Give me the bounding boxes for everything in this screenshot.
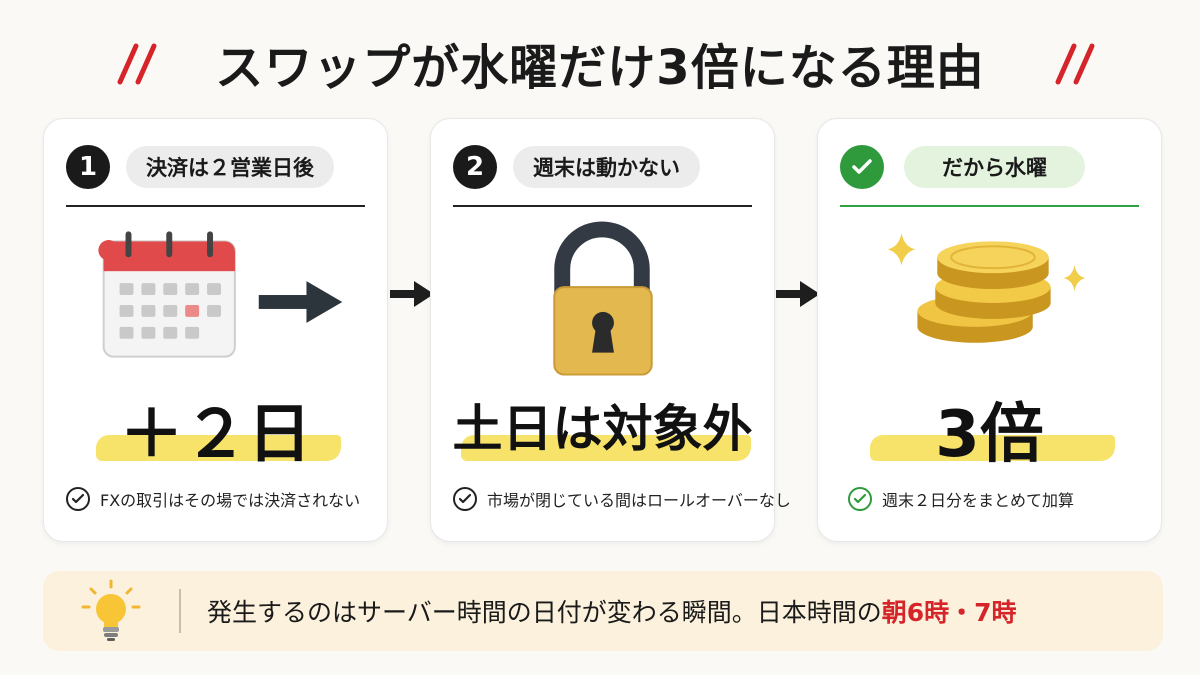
arrow-right-icon: [390, 281, 434, 307]
note-text: 市場が閉じている間はロールオーバーなし: [487, 491, 791, 510]
card-settlement: 1 決済は２営業日後 ＋２日 FXの: [43, 118, 388, 542]
big-value: 土日は対象外: [452, 400, 753, 458]
card-header: 1 決済は２営業日後: [66, 145, 365, 189]
divider: [179, 589, 181, 633]
big-value: ＋２日: [119, 398, 312, 472]
header: スワップが水曜だけ3倍になる理由: [0, 28, 1200, 98]
arrow-right-icon: [776, 281, 820, 307]
check-circle-icon: [453, 487, 477, 511]
padlock-icon: [553, 221, 653, 376]
check-icon: [840, 145, 884, 189]
info-message: 発生するのはサーバー時間の日付が変わる瞬間。日本時間の: [207, 598, 882, 627]
card-heading: だから水曜: [904, 146, 1085, 188]
big-value: 3倍: [935, 398, 1044, 472]
card-weekend: 2 週末は動かない 土日は対象外 市場が閉じている間はロールオーバーなし: [430, 118, 791, 542]
card-heading: 週末は動かない: [513, 146, 700, 188]
divider: [840, 205, 1139, 207]
slash-decoration-icon: [117, 43, 157, 85]
highlight-stroke: [461, 435, 751, 461]
page-title: スワップが水曜だけ3倍になる理由: [215, 40, 985, 96]
gold-coins-icon: [887, 233, 1086, 343]
card-note: 週末２日分をまとめて加算: [848, 485, 1151, 513]
card-header: 2 週末は動かない: [453, 145, 752, 189]
check-circle-icon: [66, 487, 90, 511]
card-header: だから水曜: [840, 145, 1139, 189]
card-note: 市場が閉じている間はロールオーバーなし: [453, 485, 791, 513]
highlight-stroke: [870, 435, 1115, 461]
card-wednesday: だから水曜 3倍 週末２日分をまとめて加算: [817, 118, 1162, 542]
highlight-stroke: [96, 435, 341, 461]
slash-decoration-icon: [1055, 43, 1095, 85]
step-number-badge: 2: [453, 145, 497, 189]
divider: [66, 205, 365, 207]
note-text: FXの取引はその場では決済されない: [100, 491, 361, 510]
step-number-badge: 1: [66, 145, 110, 189]
divider: [453, 205, 752, 207]
info-bar: 発生するのはサーバー時間の日付が変わる瞬間。日本時間の朝6時・7時: [43, 571, 1163, 651]
note-text: 週末２日分をまとめて加算: [882, 491, 1075, 510]
calendar-icon: [98, 231, 343, 358]
card-heading: 決済は２営業日後: [126, 146, 334, 188]
check-circle-icon: [848, 487, 872, 511]
info-text: 発生するのはサーバー時間の日付が変わる瞬間。日本時間の朝6時・7時: [207, 571, 1017, 651]
lightbulb-icon: [81, 579, 141, 641]
time-highlight: 朝6時・7時: [881, 598, 1017, 627]
card-note: FXの取引はその場では決済されない: [66, 485, 377, 513]
